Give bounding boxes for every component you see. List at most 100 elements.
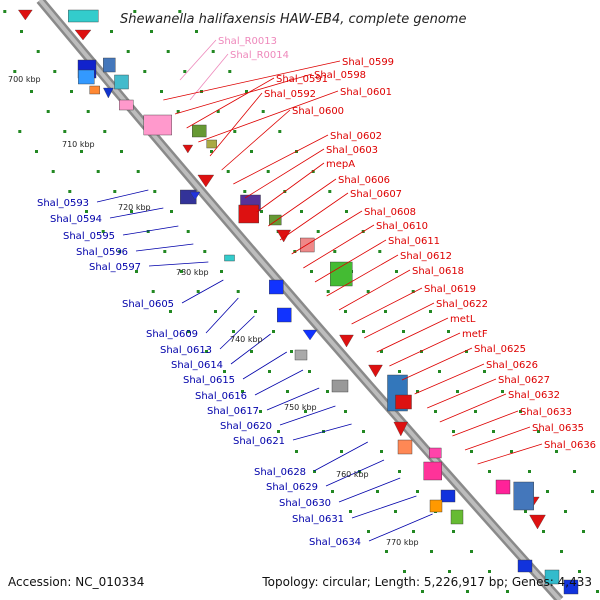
gene-box <box>331 379 349 393</box>
leader-line <box>181 279 224 304</box>
tick-dot <box>596 590 599 593</box>
reverse-gene-label: Shal_0605 <box>122 299 174 310</box>
tick-dot <box>333 250 337 253</box>
tick-dot <box>146 230 150 233</box>
accession-text: Accession: NC_010334 <box>8 575 144 589</box>
tick-dot <box>180 270 183 273</box>
tick-dot <box>452 430 455 433</box>
tick-dot <box>20 30 23 33</box>
tick-dot <box>340 450 343 453</box>
tick-dot <box>170 210 173 213</box>
tick-dot <box>70 90 73 93</box>
tick-dot <box>466 590 469 593</box>
reverse-gene-label: Shal_0634 <box>309 537 361 548</box>
tick-dot <box>96 170 100 173</box>
tick-dot <box>195 30 198 33</box>
reverse-gene-label: Shal_0621 <box>233 436 285 447</box>
tick-dot <box>429 310 432 313</box>
forward-gene-label: metF <box>462 329 488 340</box>
tick-dot <box>68 190 72 193</box>
gene-arrow <box>189 191 201 201</box>
tick-dot <box>85 210 88 213</box>
tick-dot <box>438 370 441 373</box>
tick-dot <box>416 390 419 393</box>
tick-dot <box>310 270 313 273</box>
gene-box <box>114 74 129 90</box>
leader-line <box>242 351 288 380</box>
forward-gene-label: Shal_0622 <box>436 299 488 310</box>
forward-gene-label: Shal_0611 <box>388 236 440 247</box>
tick-dot <box>492 430 495 433</box>
tick-dot <box>378 250 382 253</box>
reverse-gene-label: Shal_0595 <box>63 231 115 242</box>
gene-arrow <box>368 364 383 378</box>
forward-gene-label: Shal_0612 <box>400 251 452 262</box>
tick-dot <box>80 150 83 153</box>
gene-features <box>18 9 579 595</box>
leader-line <box>230 333 271 365</box>
tick-dot <box>228 70 232 73</box>
tick-dot <box>430 550 433 553</box>
tick-dot <box>573 470 576 473</box>
tick-dot <box>211 50 215 53</box>
tick-dot <box>223 370 226 373</box>
forward-gene-label: Shal_0608 <box>364 207 416 218</box>
tick-dot <box>395 270 398 273</box>
leader-line <box>439 393 507 423</box>
leader-line <box>219 315 255 350</box>
tick-dot <box>226 170 230 173</box>
tick-dot <box>250 150 253 153</box>
forward-gene-label: Shal_0632 <box>508 390 560 401</box>
tick-dot <box>384 310 387 313</box>
tick-dot <box>402 330 405 333</box>
leader-line <box>477 443 543 465</box>
tick-dot <box>133 10 137 13</box>
gene-box <box>269 214 282 226</box>
forward-gene-label: Shal_0603 <box>326 145 378 156</box>
leader-line <box>326 254 399 297</box>
tick-dot <box>542 530 545 533</box>
tick-dot <box>470 450 473 453</box>
tick-dot <box>537 430 540 433</box>
tick-dot <box>254 310 257 313</box>
tick-dot <box>186 230 190 233</box>
gene-box <box>89 85 100 95</box>
kbp-label: 740 kbp <box>230 335 263 344</box>
leader-line <box>292 423 352 441</box>
leader-line <box>268 178 337 227</box>
tick-dot <box>143 70 147 73</box>
kbp-label: 720 kbp <box>118 203 151 212</box>
leader-line <box>291 210 363 255</box>
forward-gene-label: Shal_0633 <box>520 407 572 418</box>
tick-dot <box>126 50 130 53</box>
tick-dot <box>349 510 352 513</box>
tick-dot <box>243 190 247 193</box>
tick-dot <box>380 350 383 353</box>
tick-dot <box>367 530 370 533</box>
tick-dot <box>546 490 549 493</box>
leader-line <box>325 459 385 487</box>
tick-dot <box>210 150 213 153</box>
tick-dot <box>120 150 123 153</box>
tick-dot <box>286 390 289 393</box>
tick-dot <box>506 590 509 593</box>
tick-dot <box>187 330 190 333</box>
tick-dot <box>483 370 486 373</box>
gene-box <box>224 254 235 262</box>
tick-dot <box>555 450 558 453</box>
leader-line <box>303 224 375 269</box>
tick-dot <box>326 390 329 393</box>
tick-dot <box>465 350 468 353</box>
tick-dot <box>385 550 388 553</box>
gene-arrow <box>74 29 92 41</box>
tick-dot <box>3 10 7 13</box>
tick-dot <box>103 130 107 133</box>
tick-dot <box>277 430 280 433</box>
leader-line <box>179 39 217 81</box>
kbp-label: 730 kbp <box>176 268 209 277</box>
tick-dot <box>130 210 133 213</box>
tick-dot <box>474 410 477 413</box>
tick-dot <box>136 170 140 173</box>
